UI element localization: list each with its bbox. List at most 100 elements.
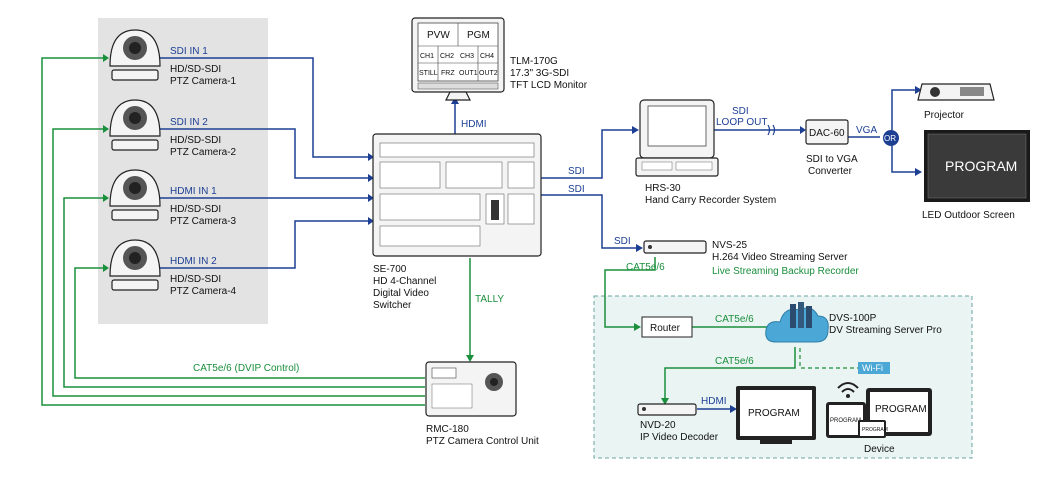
projector-icon [917, 83, 995, 101]
monitor-still: STILL [419, 70, 438, 77]
phone-screen-text: PROGRAM [830, 418, 861, 424]
nvd-20-decoder [637, 403, 697, 416]
rmc-cat-label: CAT5e/6 (DVIP Control) [193, 363, 299, 374]
router-cat: CAT5e/6 [715, 314, 754, 325]
camera-4-port: HDMI IN 2 [170, 256, 217, 267]
wire-wifi [799, 348, 858, 369]
nvs-25-server [643, 240, 707, 254]
nvd-desc: IP Video Decoder [640, 432, 719, 443]
camera-2-port: SDI IN 2 [170, 117, 208, 128]
tv-display [736, 386, 816, 444]
switcher-line2: HD 4-Channel [373, 276, 436, 287]
wire-vga-led [891, 146, 915, 173]
dvs-model: DVS-100P [829, 313, 877, 324]
dac-60-converter [805, 119, 849, 145]
monitor-hdmi-label: HDMI [461, 119, 487, 130]
projector-label: Projector [924, 110, 965, 121]
hrs-30-recorder [635, 99, 719, 177]
dac-line2: Converter [808, 166, 853, 177]
monitor-ch1: CH1 [420, 53, 434, 60]
nvs-backup: Live Streaming Backup Recorder [712, 266, 859, 277]
led-outdoor-screen [924, 130, 1030, 202]
dac-name: DAC-60 [809, 128, 845, 139]
or-badge [883, 130, 899, 146]
wire-sdi-nvs [540, 194, 636, 249]
camera-1-line1: HD/SD-SDI [170, 64, 221, 75]
wire-hdmi-in-2 [160, 220, 368, 269]
loop-out-label: LOOP OUT [716, 117, 768, 128]
tv-screen-text: PROGRAM [748, 408, 800, 419]
small-screen-text: PROGRAM [862, 427, 888, 433]
monitor-out1: OUT1 [459, 70, 478, 77]
dac-line1: SDI to VGA [806, 154, 858, 165]
nvd-hdmi-label: HDMI [701, 396, 727, 407]
monitor-type: TFT LCD Monitor [510, 80, 588, 91]
led-screen-text: PROGRAM [945, 158, 1017, 174]
wifi-icon [837, 382, 859, 398]
device-label: Device [864, 444, 895, 455]
hrs-desc: Hand Carry Recorder System [645, 195, 776, 206]
switcher-sdi-out-2: SDI [568, 184, 585, 195]
tlm-170g-monitor [411, 17, 505, 101]
dvs-cat: CAT5e/6 [715, 356, 754, 367]
monitor-frz: FRZ [441, 70, 455, 77]
wire-sdi-in-1 [160, 57, 368, 158]
wire-ctrl-cam4 [74, 267, 425, 379]
camera-4-line2: PTZ Camera-4 [170, 286, 237, 297]
dvs-100p-cloud-icon [765, 302, 829, 343]
camera-3-port: HDMI IN 1 [170, 186, 217, 197]
wire-sdi-hrs [540, 129, 632, 179]
ptz-camera-1 [109, 29, 161, 81]
switcher-line3: Digital Video [373, 288, 429, 299]
nvs-model: NVS-25 [712, 240, 747, 251]
camera-2-line1: HD/SD-SDI [170, 135, 221, 146]
router-label: Router [650, 323, 681, 334]
switcher-sdi-out-1: SDI [568, 166, 585, 177]
ptz-camera-2 [109, 99, 161, 151]
camera-3-line2: PTZ Camera-3 [170, 216, 237, 227]
or-label: OR [884, 134, 896, 143]
wifi-badge [858, 362, 890, 374]
monitor-ch4: CH4 [480, 53, 494, 60]
switcher-model: SE-700 [373, 264, 407, 275]
monitor-pvw: PVW [427, 30, 450, 41]
rmc-model: RMC-180 [426, 424, 469, 435]
ptz-camera-3 [109, 169, 161, 221]
dvs-desc: DV Streaming Server Pro [829, 325, 942, 336]
device-group [826, 388, 932, 438]
ptz-camera-4 [109, 239, 161, 291]
tablet-screen-text: PROGRAM [875, 404, 927, 415]
nvd-model: NVD-20 [640, 420, 676, 431]
wire-ctrl-cam1 [41, 57, 425, 406]
camera-4-line1: HD/SD-SDI [170, 274, 221, 285]
tally-label: TALLY [475, 294, 504, 305]
wire-ctrl-cam2 [52, 128, 425, 397]
camera-3-line1: HD/SD-SDI [170, 204, 221, 215]
wire-ctrl-cam3 [63, 197, 425, 388]
switcher-line4: Switcher [373, 300, 412, 311]
router-box [641, 316, 693, 338]
se-700-switcher [372, 133, 542, 257]
nvs-sdi-in: SDI [614, 236, 631, 247]
wire-dvs-nvd [664, 347, 796, 398]
camera-1-port: SDI IN 1 [170, 46, 208, 57]
camera-1-line2: PTZ Camera-1 [170, 76, 237, 87]
wire-vga-projector [891, 89, 915, 130]
wire-sdi-in-2 [160, 128, 368, 179]
loop-sdi-label: SDI [732, 106, 749, 117]
rmc-180-controller [425, 361, 517, 417]
nvs-desc: H.264 Video Streaming Server [712, 252, 848, 263]
monitor-ch2: CH2 [440, 53, 454, 60]
wifi-label: Wi-Fi [862, 363, 883, 373]
camera-2-line2: PTZ Camera-2 [170, 147, 237, 158]
hrs-model: HRS-30 [645, 183, 681, 194]
monitor-out2: OUT2 [479, 70, 498, 77]
monitor-pgm: PGM [467, 30, 490, 41]
vga-label: VGA [856, 125, 877, 136]
wire-nvs-router [604, 257, 656, 328]
monitor-ch3: CH3 [460, 53, 474, 60]
rmc-desc: PTZ Camera Control Unit [426, 436, 539, 447]
nvs-cat: CAT5e/6 [626, 262, 665, 273]
monitor-size: 17.3" 3G-SDI [510, 68, 569, 79]
